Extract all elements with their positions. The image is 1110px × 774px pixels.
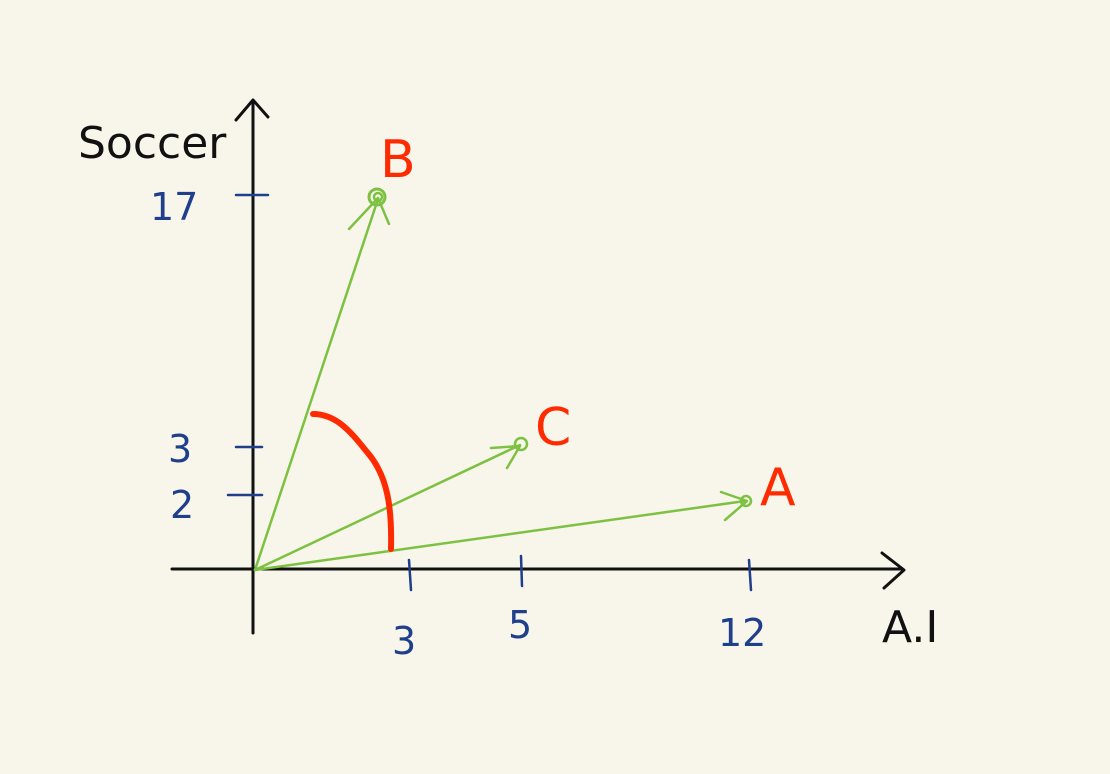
vector-a-label: A bbox=[760, 458, 796, 518]
vector-b-arrowhead bbox=[347, 196, 391, 231]
y-axis-arrowhead bbox=[234, 98, 270, 122]
x-axis-arrowhead bbox=[880, 551, 906, 590]
vector-a-endpoint bbox=[739, 494, 753, 508]
y-axis-title: Soccer bbox=[78, 118, 227, 169]
x-tick-label-3: 3 bbox=[392, 619, 416, 663]
x-tick-label-12: 12 bbox=[718, 611, 766, 655]
vector-c-endpoint bbox=[513, 436, 529, 452]
vector-b-label: B bbox=[380, 130, 416, 190]
vector-a-arrowhead bbox=[719, 490, 749, 522]
vector-a-line bbox=[253, 499, 747, 572]
y-tick-label-2: 2 bbox=[170, 483, 194, 527]
x-axis-title: A.I bbox=[882, 602, 938, 653]
vector-c-arrowhead bbox=[489, 444, 522, 470]
vector-b-endpoint-inner bbox=[372, 191, 384, 203]
vector-b-endpoint bbox=[367, 187, 387, 207]
y-tick-label-3: 3 bbox=[168, 427, 192, 471]
angle-arc bbox=[310, 411, 395, 552]
x-tick-mark-3 bbox=[407, 558, 413, 592]
x-tick-mark-12 bbox=[747, 558, 753, 592]
x-tick-label-5: 5 bbox=[508, 603, 532, 647]
y-tick-label-17: 17 bbox=[150, 185, 198, 229]
x-tick-mark-5 bbox=[519, 554, 524, 588]
vector-b-line bbox=[253, 197, 380, 572]
vector-c-label: C bbox=[535, 398, 571, 458]
